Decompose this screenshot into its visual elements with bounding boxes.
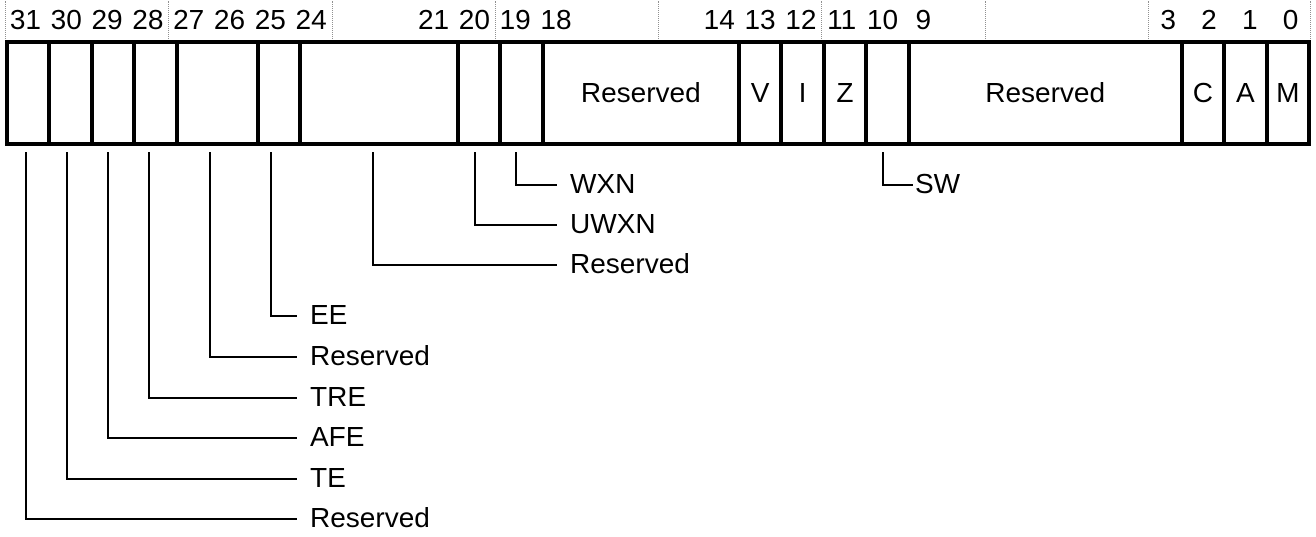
field-v-bit-13: V — [736, 44, 779, 142]
nibble-guide-line — [658, 1, 659, 39]
bit-number-10: 10 — [866, 4, 899, 35]
field-z-bit-11: Z — [821, 44, 864, 142]
callout-line-reserved-27-26 — [209, 152, 297, 358]
register-box: Reserved V I Z Reserved C A M — [5, 40, 1311, 146]
bit-number-slot — [1025, 0, 1066, 40]
nibble-guide-line — [494, 1, 496, 39]
callout-line-uwxn — [474, 152, 557, 226]
bit-number-2: 2 — [1201, 4, 1217, 35]
bit-number-28: 28 — [132, 4, 164, 35]
nibble-guide-line — [168, 1, 170, 39]
field-c-bit-2: C — [1179, 44, 1222, 142]
callout-line-reserved-24-21 — [372, 152, 557, 266]
bit-number-14: 14 — [703, 4, 735, 35]
field-m-bit-0: M — [1264, 44, 1307, 142]
bit-number-30: 30 — [50, 4, 82, 35]
callout-line-afe — [107, 152, 297, 439]
callout-label-tre: TRE — [310, 381, 366, 412]
bit-number-19: 19 — [499, 4, 531, 35]
bit-number-20: 20 — [458, 4, 490, 35]
bit-number-9: 9 — [915, 4, 932, 35]
field-bit-25 — [255, 44, 298, 142]
bit-number-row: 31 30 29 28 27 26 25 24 21 20 19 18 14 1… — [5, 0, 1311, 40]
bit-number-slot — [332, 0, 373, 40]
nibble-guide-line — [331, 1, 333, 39]
bit-number-21: 21 — [417, 4, 450, 35]
callout-line-te — [66, 152, 297, 480]
field-bit-28 — [132, 44, 174, 142]
bit-number-25: 25 — [254, 4, 286, 35]
bit-number-13: 13 — [744, 4, 776, 35]
field-a-bit-1: A — [1222, 44, 1264, 142]
callout-label-sw: SW — [915, 168, 961, 199]
bit-number-26: 26 — [213, 4, 246, 35]
bit-number-0: 0 — [1282, 4, 1299, 35]
bit-number-11: 11 — [827, 4, 857, 35]
bit-number-slot — [576, 0, 617, 40]
bit-number-12: 12 — [785, 4, 817, 35]
callout-line-ee — [270, 152, 297, 317]
callout-label-uwxn: UWXN — [570, 208, 656, 239]
field-bit-20 — [455, 44, 498, 142]
bit-number-slot — [1066, 0, 1107, 40]
bit-number-slot — [372, 0, 413, 40]
bit-number-slot — [944, 0, 985, 40]
bit-number-slot — [658, 0, 699, 40]
field-bit-29 — [89, 44, 132, 142]
field-bits-27-26 — [174, 44, 256, 142]
field-bit-30 — [47, 44, 89, 142]
field-bit-31 — [9, 44, 47, 142]
nibble-guide-line — [1310, 1, 1311, 39]
callout-line-wxn — [515, 152, 557, 186]
callout-label-reserved-24-21: Reserved — [570, 248, 690, 279]
field-bit-10 — [864, 44, 906, 142]
field-i-bit-12: I — [779, 44, 821, 142]
nibble-guide-line — [984, 1, 986, 39]
callout-label-wxn: WXN — [570, 168, 636, 199]
field-reserved-18-14: Reserved — [540, 44, 737, 142]
callout-label-te: TE — [310, 462, 346, 493]
field-bit-19 — [498, 44, 540, 142]
bit-number-1: 1 — [1241, 4, 1258, 35]
bit-number-27: 27 — [173, 4, 205, 35]
callout-label-ee: EE — [310, 299, 348, 330]
bit-number-slot — [1107, 0, 1148, 40]
callout-line-reserved-31 — [25, 152, 297, 520]
bit-number-3: 3 — [1160, 4, 1176, 35]
field-bits-24-21 — [298, 44, 456, 142]
callout-label-reserved-27-26: Reserved — [310, 340, 430, 371]
bit-number-24: 24 — [295, 4, 327, 35]
callout-label-afe: AFE — [310, 421, 365, 452]
callout-label-reserved-31: Reserved — [310, 502, 430, 533]
nibble-guide-line — [821, 1, 823, 39]
bit-number-29: 29 — [91, 4, 123, 35]
nibble-guide-line — [5, 1, 6, 39]
callout-line-tre — [148, 152, 297, 399]
nibble-guide-line — [1147, 1, 1149, 39]
field-reserved-9-3: Reserved — [906, 44, 1180, 142]
bit-number-31: 31 — [9, 4, 41, 35]
bit-number-slot — [985, 0, 1026, 40]
bit-number-slot — [617, 0, 658, 40]
callout-line-sw — [882, 152, 913, 186]
bit-number-18: 18 — [540, 4, 572, 35]
